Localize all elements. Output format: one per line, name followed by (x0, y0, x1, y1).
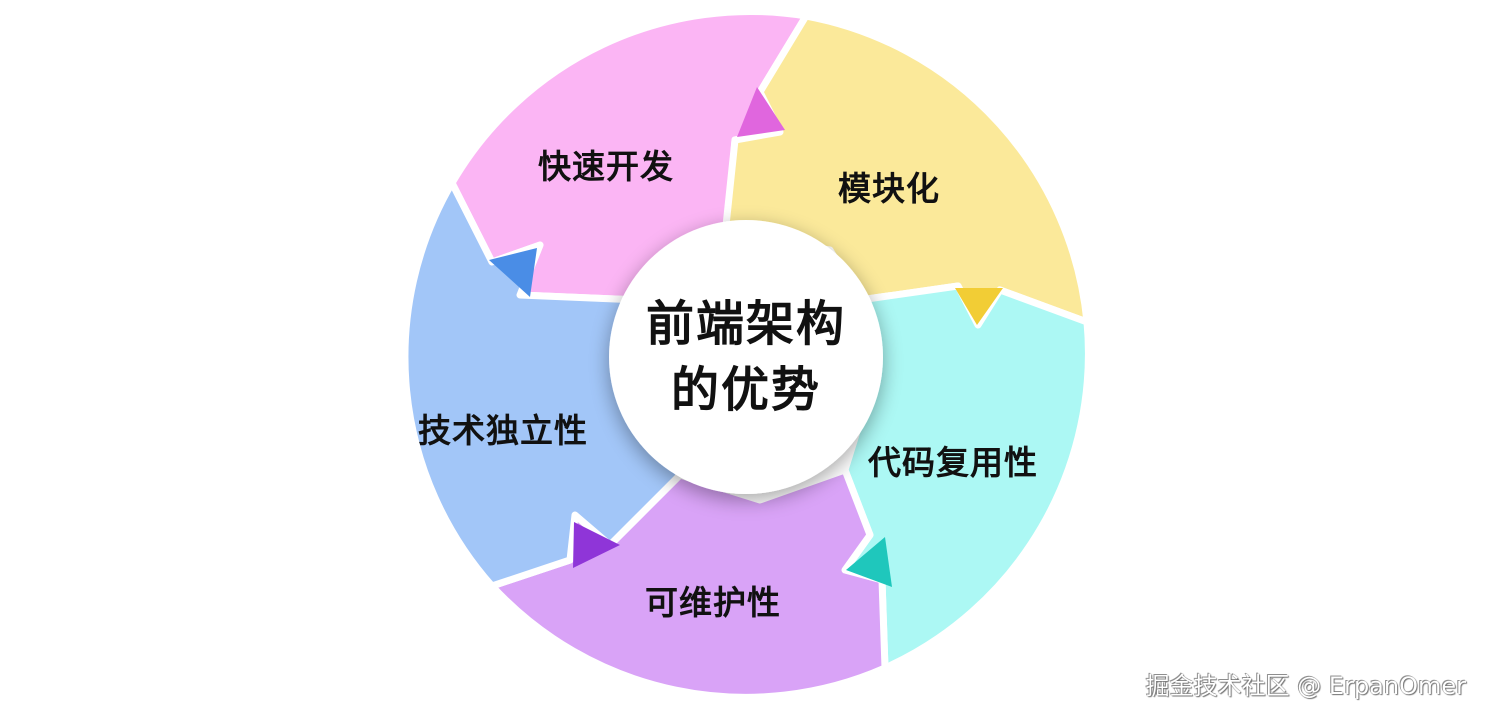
center-circle (609, 220, 883, 494)
arrow-icon-blue (489, 248, 537, 297)
label-quick-development: 快速开发 (538, 147, 674, 186)
arrow-icon-teal (846, 537, 892, 587)
center-title: 前端架构 的优势 (612, 222, 880, 492)
segment-tech-independence (401, 179, 684, 590)
label-maintainability: 可维护性 (645, 583, 781, 622)
arrow-icon-purple (573, 522, 620, 568)
arrow-icon-yellow (955, 288, 1003, 325)
label-tech-independence: 技术独立性 (418, 411, 588, 450)
arrow-icon-pink (737, 87, 785, 137)
center-title-line2: 的优势 (670, 362, 821, 418)
center-title-line1: 前端架构 (645, 296, 846, 352)
label-modularity: 模块化 (838, 169, 940, 208)
label-code-reuse: 代码复用性 (868, 443, 1038, 482)
watermark: 掘金技术社区 @ ErpanOmer (1145, 672, 1466, 700)
